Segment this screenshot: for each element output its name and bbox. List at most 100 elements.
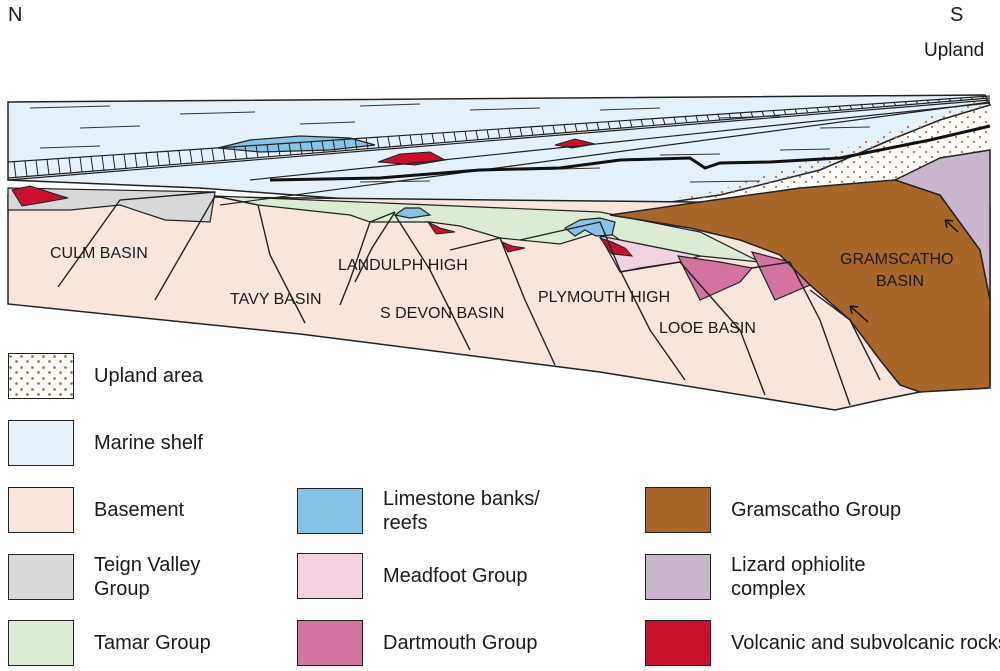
rail-tick: [827, 106, 831, 112]
rail-tick: [651, 118, 655, 126]
legend-marine: Marine shelf: [8, 420, 203, 466]
legend-label-dartmouth: Dartmouth Group: [383, 632, 538, 654]
rail-tick: [849, 105, 853, 110]
rail-tick: [101, 155, 105, 171]
rail-tick: [211, 148, 215, 162]
legend-swatch-dartmouth: [297, 620, 363, 666]
rail-tick: [838, 105, 842, 111]
legend-swatch-teign: [8, 554, 74, 600]
rail-tick: [497, 128, 501, 139]
rail-tick: [684, 116, 688, 123]
legend-swatch-volcanic: [645, 620, 711, 666]
rail-tick: [277, 143, 281, 157]
rail-ticks: [13, 96, 985, 178]
rail-tick: [519, 127, 523, 137]
legend-label-tamar: Tamar Group: [94, 632, 211, 654]
rail-tick: [937, 99, 941, 103]
legend-label-basement: Basement: [94, 499, 185, 521]
rail-tick: [772, 110, 776, 116]
rail-tick: [112, 154, 116, 170]
legend-label-marine: Marine shelf: [94, 432, 203, 454]
rail-tick: [794, 108, 798, 115]
region-plymouth-high: PLYMOUTH HIGH: [538, 289, 670, 306]
rail-tick: [200, 148, 204, 163]
volcanic-rocks-4: [426, 220, 456, 235]
gramscatho-area: [609, 179, 991, 393]
rail-tick: [79, 157, 83, 173]
sediment-bands: [7, 95, 991, 206]
rail-tick: [585, 123, 589, 132]
rail-tick: [167, 151, 171, 166]
rail-tick: [882, 102, 886, 107]
rail-tick: [530, 126, 534, 136]
limestone-reef-3: [563, 217, 616, 237]
rail-tick: [574, 123, 578, 132]
region-tavy-basin: TAVY BASIN: [230, 291, 322, 308]
rail-tick: [893, 102, 897, 107]
rail-tick: [728, 113, 732, 120]
rail-tick: [915, 100, 919, 105]
thrust-arrows: [849, 219, 959, 323]
geological-cross-section: CULM BASIN TAVY BASIN LANDULPH HIGH S DE…: [7, 94, 992, 411]
rail-tick: [13, 161, 17, 178]
rail-tick: [959, 97, 963, 101]
region-looe-basin: LOOE BASIN: [659, 320, 756, 337]
rail-tick: [486, 129, 490, 140]
legend-dartmouth: Dartmouth Group: [297, 620, 538, 666]
rail-tick: [310, 141, 314, 154]
rail-tick: [299, 142, 303, 155]
legend-basement: Basement: [8, 487, 184, 533]
rail-tick: [222, 147, 226, 161]
rail-tick: [255, 145, 259, 158]
rail-tick: [189, 149, 193, 164]
rail-tick: [596, 122, 600, 131]
rail-tick: [607, 121, 611, 130]
rail-tick: [453, 131, 457, 142]
rail-tick: [244, 145, 248, 159]
rail-tick: [398, 135, 402, 147]
south-label: S: [950, 4, 964, 26]
rail-tick: [508, 128, 512, 138]
legend-teign: Teign Valley Group: [8, 553, 224, 601]
rail-tick: [233, 146, 237, 160]
rail-tick: [24, 160, 28, 177]
rail-tick: [156, 151, 160, 166]
rail-tick: [552, 125, 556, 134]
legend-label-lizard: Lizard ophiolite complex: [731, 554, 866, 600]
rail-tick: [35, 160, 39, 176]
rail-tick: [541, 125, 545, 135]
legend-volcanic: Volcanic and subvolcanic rocks: [645, 620, 1000, 666]
legend-swatch-gramscatho: [645, 487, 711, 533]
legend-swatch-meadfoot: [297, 553, 363, 599]
fault-lines: [57, 191, 881, 406]
rail-tick: [629, 120, 633, 128]
north-label: N: [8, 4, 23, 26]
rail-tick: [805, 108, 809, 114]
legend-label-upland: Upland area: [94, 365, 203, 387]
legend-swatch-limestone: [297, 488, 363, 534]
rail-tick: [904, 101, 908, 106]
rail-tick: [420, 134, 424, 145]
rail-tick: [123, 154, 127, 169]
rail-tick: [431, 133, 435, 144]
rail-tick: [376, 137, 380, 149]
shelf-boundary-line: [269, 124, 991, 182]
region-gramscatho-line2: BASIN: [876, 273, 924, 290]
rail-tick: [134, 153, 138, 168]
rail-tick: [816, 107, 820, 113]
rail-tick: [409, 134, 413, 146]
rail-tick: [321, 140, 325, 153]
rail-tick: [563, 124, 567, 133]
region-landulph-high: LANDULPH HIGH: [338, 257, 468, 274]
rail-tick: [475, 130, 479, 140]
legend-limestone: Limestone banks/ reefs: [297, 487, 568, 535]
rail-tick: [178, 150, 182, 165]
rail-tick: [145, 152, 149, 167]
legend-meadfoot: Meadfoot Group: [297, 553, 528, 599]
legend-swatch-upland: [8, 353, 74, 399]
rail-tick: [926, 99, 930, 104]
tamar-group-area: [214, 195, 761, 263]
rail-tick: [706, 114, 710, 122]
lizard-ophiolite-area: [893, 149, 991, 301]
legend-swatch-marine: [8, 420, 74, 466]
